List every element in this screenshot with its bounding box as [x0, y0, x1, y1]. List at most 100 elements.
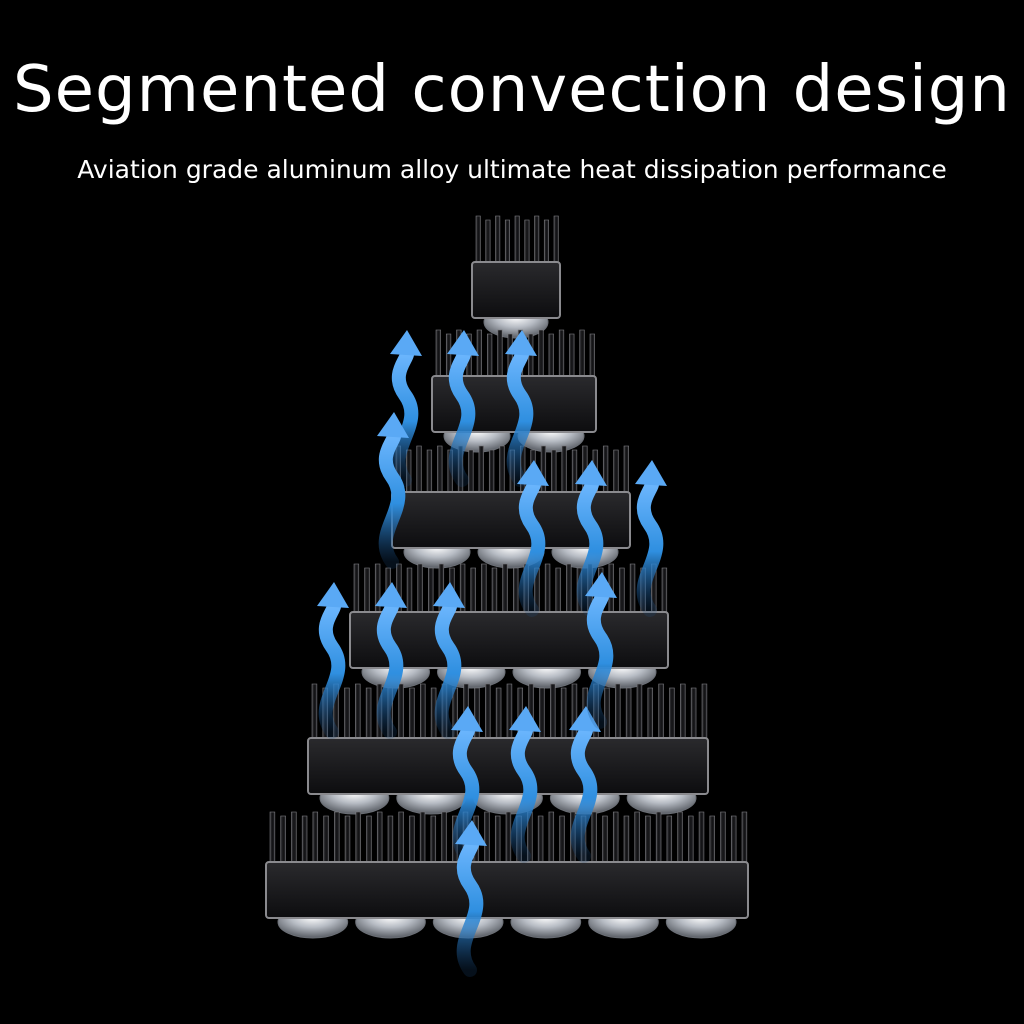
cooling-fin — [504, 219, 510, 265]
cooling-fin — [561, 445, 567, 495]
subline: Aviation grade aluminum alloy ultimate h… — [77, 155, 947, 184]
cooling-fin — [488, 449, 495, 495]
cooling-fin — [645, 815, 651, 865]
headline: Segmented convection design — [13, 53, 1011, 127]
cooling-fin — [634, 811, 640, 865]
cooling-fin — [548, 811, 555, 865]
cooling-fin — [666, 815, 673, 865]
airflow-arrow-icon — [569, 706, 601, 863]
cooling-fin — [571, 683, 578, 741]
cooling-fin — [495, 215, 501, 265]
cooling-fin — [398, 811, 404, 865]
cooling-fin — [441, 811, 447, 865]
heatsink-base — [265, 861, 749, 919]
cooling-fin — [658, 683, 664, 741]
cooling-fin — [730, 815, 737, 865]
cooling-fin — [291, 811, 297, 865]
cooling-fin — [269, 811, 276, 865]
cooling-fin — [484, 811, 490, 865]
cooling-fin — [437, 445, 443, 495]
cooling-fin — [301, 815, 308, 865]
cooling-fin — [428, 567, 434, 615]
heatsink-module — [471, 215, 561, 339]
cooling-fin — [474, 687, 480, 741]
cooling-fin — [506, 683, 513, 741]
cooling-fin — [499, 445, 505, 495]
cooling-fin — [551, 449, 557, 495]
cooling-fin — [591, 811, 597, 865]
airflow-arrow-icon — [317, 582, 349, 739]
cooling-fin — [470, 567, 476, 615]
cooling-fin — [623, 445, 629, 495]
cooling-fin — [636, 683, 643, 741]
cooling-fin — [312, 811, 319, 865]
cooling-fin — [409, 687, 415, 741]
cooling-fin — [538, 329, 544, 379]
cooling-fin — [355, 811, 361, 865]
cooling-fin — [619, 567, 625, 615]
cooling-fin — [566, 563, 572, 615]
cooling-fin — [495, 687, 502, 741]
heatsink-base — [307, 737, 709, 795]
cooling-fin — [502, 563, 508, 615]
cooling-fin — [690, 687, 697, 741]
cooling-fin — [478, 445, 484, 495]
cooling-fin — [409, 815, 415, 865]
cooling-fin — [688, 815, 694, 865]
cooling-fin — [613, 449, 619, 495]
cooling-fin — [524, 219, 530, 265]
cooling-fin — [365, 687, 372, 741]
cooling-fin — [720, 811, 726, 865]
airflow-arrow-icon — [575, 460, 607, 617]
airflow-arrow-icon — [375, 582, 407, 739]
cooling-fin — [615, 683, 621, 741]
cooling-fin — [540, 445, 547, 495]
cooling-fin — [323, 815, 329, 865]
heatsink-base — [471, 261, 561, 319]
cooling-fin — [528, 333, 534, 379]
airflow-arrow-icon — [433, 582, 465, 739]
cooling-fin — [534, 215, 540, 265]
cooling-fin — [344, 815, 351, 865]
cooling-fin — [355, 683, 361, 741]
cooling-fin — [560, 687, 567, 741]
cooling-fin — [625, 687, 632, 741]
cooling-fin — [661, 567, 668, 615]
cooling-fin — [419, 811, 426, 865]
cooling-fin — [485, 683, 491, 741]
cooling-fin — [537, 815, 544, 865]
cooling-fin — [344, 687, 350, 741]
cooling-fin — [680, 683, 686, 741]
cooling-fin — [623, 815, 630, 865]
cooling-fin — [602, 815, 608, 865]
airflow-arrow-icon — [390, 330, 422, 487]
cooling-fin — [374, 563, 381, 615]
cooling-fin — [376, 811, 383, 865]
airflow-arrow-icon — [451, 706, 483, 863]
cooling-fin — [543, 219, 549, 265]
airflow-arrow-icon — [377, 412, 409, 569]
cooling-fin — [555, 567, 561, 615]
cooling-fin — [741, 811, 748, 865]
cooling-fin — [553, 215, 559, 265]
airflow-arrow-icon — [455, 820, 487, 977]
cooling-fin — [334, 811, 340, 865]
heatsink-module — [265, 811, 749, 939]
airflow-arrow-icon — [505, 330, 537, 487]
heatsink-modules — [265, 215, 749, 939]
cooling-fin — [491, 567, 498, 615]
cooling-fin — [571, 449, 578, 495]
cooling-fin — [548, 333, 554, 379]
cooling-fin — [612, 811, 619, 865]
cooling-fin — [604, 687, 610, 741]
cooling-fin — [487, 333, 493, 379]
cooling-fin — [353, 563, 360, 615]
cooling-fin — [364, 567, 370, 615]
cooling-fin — [280, 815, 286, 865]
cooling-fin — [387, 815, 394, 865]
cooling-fin — [709, 815, 715, 865]
airflow-arrow-icon — [447, 330, 479, 487]
airflow-arrow-icon — [509, 706, 541, 863]
cooling-fin — [435, 329, 441, 379]
